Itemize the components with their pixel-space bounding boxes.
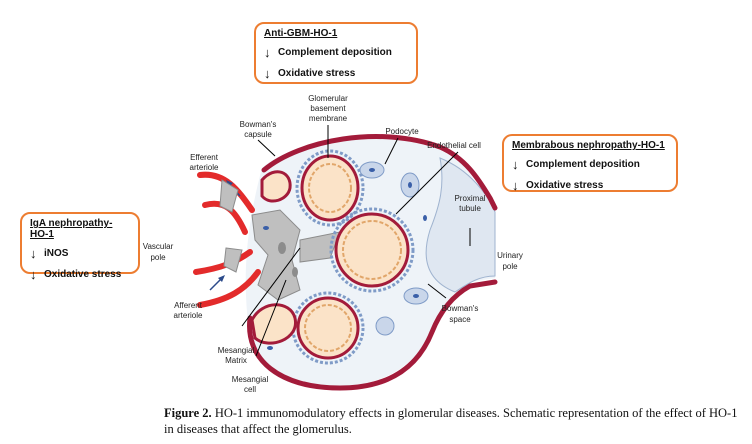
caption-text: HO-1 immunomodulatory effects in glomeru… xyxy=(164,406,738,436)
iga-effect-1: ↓ iNOS xyxy=(30,246,130,261)
mesangial-matrix xyxy=(219,179,341,301)
capillary-loop-bottom xyxy=(291,291,365,365)
iga-effect-1-text: iNOS xyxy=(44,248,69,259)
capillary-loop-left xyxy=(250,170,297,345)
membranous-effect-2-text: Oxidative stress xyxy=(526,180,604,191)
membranous-effect-1-text: Complement deposition xyxy=(526,159,640,170)
membranous-effect-1: ↓ Complement deposition xyxy=(512,157,668,172)
leader-lines xyxy=(241,125,471,357)
down-arrow-icon: ↓ xyxy=(264,66,271,81)
down-arrow-icon: ↓ xyxy=(512,178,519,193)
afferent-flow-arrowhead xyxy=(218,275,225,282)
label-endothelial-cell: Endothelial cell xyxy=(427,141,481,150)
bowmans-capsule-lower xyxy=(247,279,498,391)
afferent-arteriole-inner xyxy=(197,269,261,308)
membranous-effect-2: ↓ Oxidative stress xyxy=(512,178,668,193)
capillary-loop-top xyxy=(295,149,365,227)
figure-caption: Figure 2. HO-1 immunomodulatory effects … xyxy=(164,405,744,437)
bowmans-capsule-upper xyxy=(261,134,498,211)
anti-gbm-title: Anti-GBM-HO-1 xyxy=(264,28,338,39)
down-arrow-icon: ↓ xyxy=(30,267,37,282)
membranous-box: Membrabous nephropathy-HO-1 ↓ Complement … xyxy=(502,134,678,193)
iga-effect-2-text: Oxidative stress xyxy=(44,269,122,280)
down-arrow-icon: ↓ xyxy=(264,45,271,60)
iga-box: IgA nephropathy-HO-1 ↓ iNOS ↓ Oxidative st… xyxy=(20,212,140,282)
membranous-title: Membrabous nephropathy-HO-1 xyxy=(512,140,665,151)
anti-gbm-effect-1-text: Complement deposition xyxy=(278,47,392,58)
anti-gbm-effect-2: ↓ Oxidative stress xyxy=(264,66,408,81)
iga-effect-2: ↓ Oxidative stress xyxy=(30,267,130,282)
anti-gbm-effect-1: ↓ Complement deposition xyxy=(264,45,408,60)
down-arrow-icon: ↓ xyxy=(30,246,37,261)
efferent-flow-arrowhead xyxy=(226,180,233,187)
afferent-arteriole-outer xyxy=(193,249,253,275)
label-podocyte: Podocyte xyxy=(385,127,419,136)
anti-gbm-effect-2-text: Oxidative stress xyxy=(278,68,356,79)
endothelial-nuclei xyxy=(263,168,427,350)
iga-title: IgA nephropathy-HO-1 xyxy=(30,218,113,240)
mesangial-cells xyxy=(278,242,298,277)
anti-gbm-box: Anti-GBM-HO-1 ↓ Complement deposition ↓ Ox… xyxy=(254,22,418,84)
caption-label: Figure 2. xyxy=(164,406,212,420)
down-arrow-icon: ↓ xyxy=(512,157,519,172)
capillary-loop-right xyxy=(329,207,415,293)
